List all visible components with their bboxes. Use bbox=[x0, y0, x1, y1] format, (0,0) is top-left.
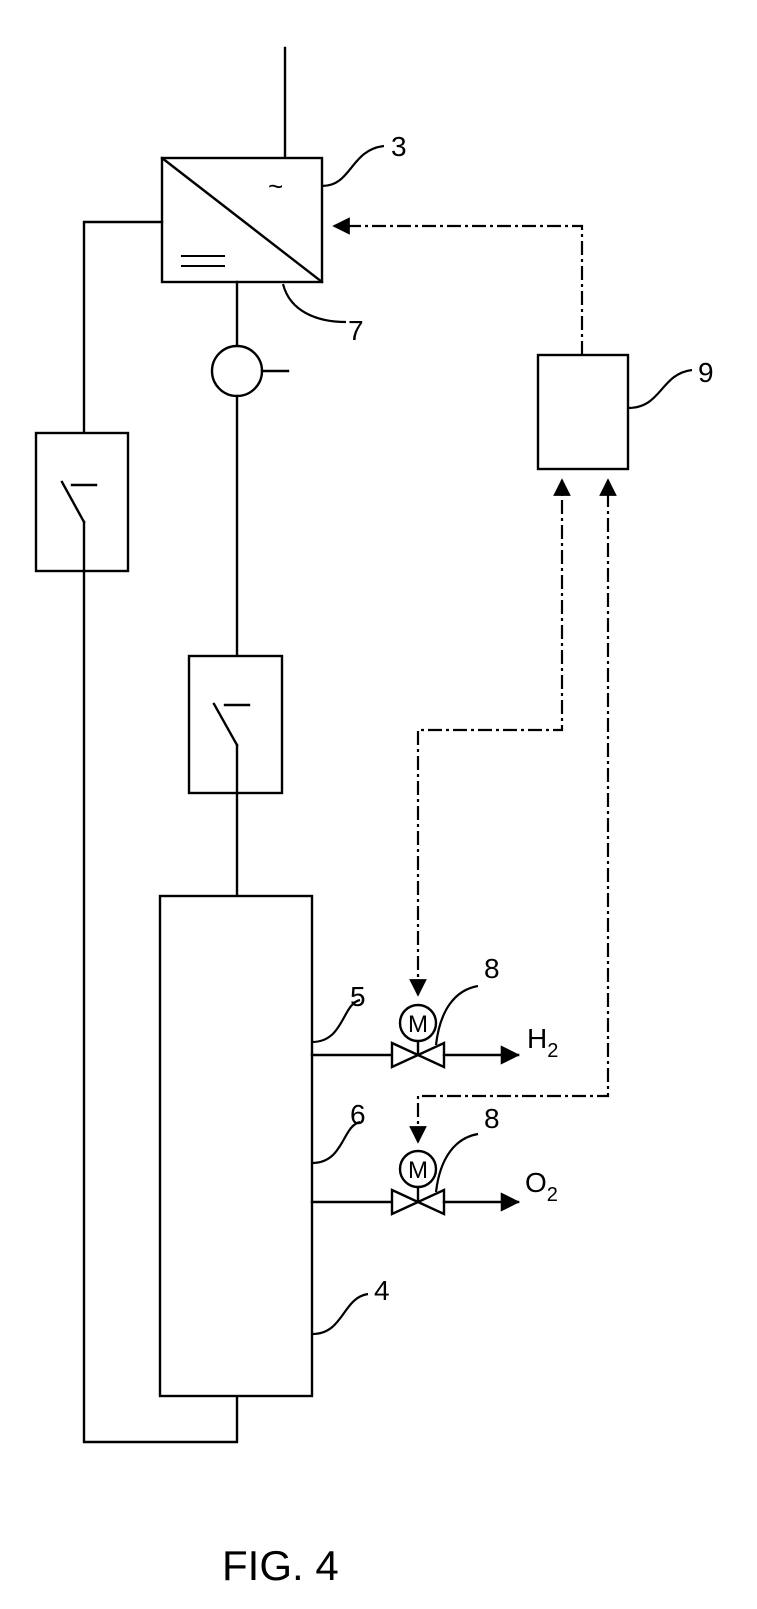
right-switch-box bbox=[189, 656, 282, 793]
o2-label: O2 bbox=[525, 1167, 558, 1206]
leader-3 bbox=[322, 146, 384, 186]
ref-9: 9 bbox=[698, 357, 714, 388]
ref-3: 3 bbox=[391, 131, 407, 162]
converter-unit: ~ bbox=[162, 158, 322, 282]
ref-7: 7 bbox=[348, 315, 364, 346]
leader-7 bbox=[283, 284, 346, 322]
leader-8-o2 bbox=[436, 1134, 478, 1192]
h2-label-sub: 2 bbox=[547, 1040, 558, 1062]
leader-4 bbox=[312, 1294, 368, 1334]
leader-9 bbox=[628, 370, 692, 408]
control-line-to-converter bbox=[334, 226, 582, 355]
control-line-h2-valve bbox=[418, 480, 562, 995]
o2-label-base: O bbox=[525, 1167, 547, 1198]
o2-valve: M bbox=[392, 1151, 444, 1214]
left-switch-box bbox=[36, 433, 128, 571]
current-sensor-icon bbox=[212, 346, 262, 396]
ref-5: 5 bbox=[350, 981, 366, 1012]
ref-8-o2: 8 bbox=[484, 1103, 500, 1134]
h2-label: H2 bbox=[527, 1023, 558, 1062]
o2-label-sub: 2 bbox=[547, 1184, 558, 1206]
control-line-o2-valve bbox=[418, 480, 608, 1142]
ref-4: 4 bbox=[374, 1275, 390, 1306]
figure-caption: FIG. 4 bbox=[222, 1542, 339, 1589]
ref-8-h2: 8 bbox=[484, 953, 500, 984]
controller-box bbox=[538, 355, 628, 469]
o2-motor-letter: M bbox=[408, 1157, 428, 1184]
h2-valve: M bbox=[392, 1005, 444, 1067]
h2-label-base: H bbox=[527, 1023, 547, 1054]
ref-6: 6 bbox=[350, 1099, 366, 1130]
h2-motor-letter: M bbox=[408, 1011, 428, 1038]
leader-8-h2 bbox=[436, 986, 478, 1045]
electrolyzer-box bbox=[160, 896, 312, 1396]
ac-symbol: ~ bbox=[268, 171, 283, 201]
